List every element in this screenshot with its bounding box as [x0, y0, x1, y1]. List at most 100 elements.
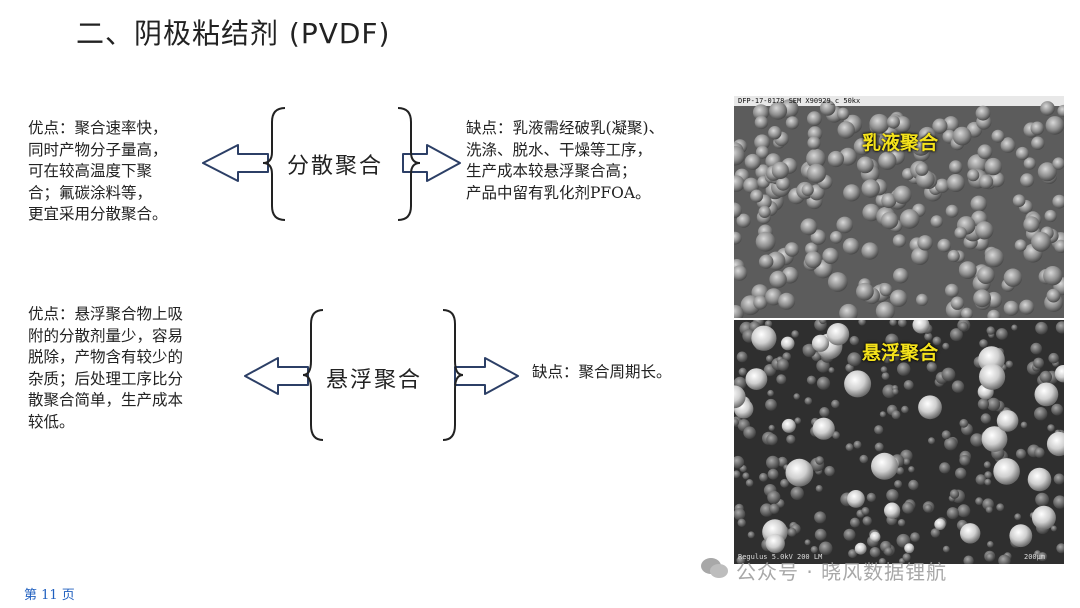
suspension-particle-small	[926, 361, 937, 373]
emulsion-particle	[892, 234, 906, 248]
emulsion-particle	[1045, 116, 1064, 135]
suspension-particle-small	[1038, 552, 1048, 562]
suspension-particle-small	[984, 478, 992, 486]
suspension-particle-small	[908, 466, 915, 473]
emulsion-particle	[1044, 209, 1057, 223]
suspension-particle-small	[979, 339, 988, 348]
emulsion-particle	[856, 282, 874, 301]
emulsion-particle	[950, 296, 965, 310]
emulsion-particle	[893, 185, 912, 204]
suspension-particle-small	[782, 352, 791, 361]
suspension-particle-small	[998, 554, 1011, 564]
emulsion-particle	[967, 169, 980, 182]
emulsion-particle	[1057, 104, 1064, 118]
suspension-particle-small	[766, 355, 773, 363]
suspension-particle-small	[859, 454, 869, 464]
emulsion-particle	[937, 238, 951, 253]
emulsion-particle	[960, 307, 973, 318]
suspension-particle-small	[736, 351, 748, 363]
suspension-particle-large	[904, 543, 915, 554]
emulsion-particle	[917, 235, 933, 251]
emulsion-particle	[776, 176, 791, 191]
emulsion-particle	[984, 157, 1002, 176]
suspension-particle-small	[764, 320, 773, 328]
emulsion-particle	[1040, 101, 1055, 116]
suspension-particle-small	[903, 458, 911, 466]
suspension-particle-small	[1055, 321, 1064, 334]
emulsion-particle	[1014, 239, 1027, 252]
emulsion-particle	[755, 231, 776, 252]
emulsion-particle	[973, 289, 991, 308]
suspension-particle-large	[765, 533, 785, 554]
emulsion-particle	[758, 205, 771, 218]
emulsion-particle	[755, 145, 769, 159]
emulsion-particle	[1046, 288, 1061, 303]
emulsion-particle	[978, 174, 994, 189]
suspension-particle-large	[781, 418, 796, 433]
suspension-particle-small	[1035, 492, 1049, 507]
emulsion-particle	[743, 177, 759, 194]
suspension-particle-small	[903, 380, 914, 390]
suspension-particle-small	[985, 552, 995, 562]
suspension-particle-small	[874, 442, 884, 452]
suspension-particle-small	[1039, 370, 1052, 384]
suspension-particle-small	[738, 367, 747, 376]
suspension-particle-large	[979, 363, 1006, 390]
suspension-particle-small	[942, 342, 950, 350]
suspension-particle-small	[1035, 321, 1048, 335]
emulsion-particle	[784, 242, 800, 257]
suspension-particle-small	[815, 456, 824, 465]
emulsion-particle	[843, 184, 861, 202]
emulsion-particle	[801, 183, 814, 196]
suspension-particle-small	[928, 437, 935, 445]
suspension-particle-small	[923, 504, 933, 513]
suspension-particle-small	[848, 549, 858, 559]
suspension-particle-small	[886, 489, 899, 502]
emulsion-particle	[945, 283, 959, 298]
suspension-particle-large	[847, 490, 865, 508]
emulsion-particle	[836, 107, 850, 120]
suspension-particle-small	[975, 474, 987, 485]
suspension-particle-small	[1047, 424, 1055, 432]
emulsion-particle	[952, 126, 972, 146]
emulsion-particle	[987, 309, 1001, 318]
suspension-particle-large	[1031, 505, 1056, 530]
suspension-particle-small	[767, 468, 779, 480]
suspension-particle-small	[767, 490, 781, 504]
suspension-particle-small	[791, 330, 799, 338]
right-arrow-suspension	[454, 357, 519, 395]
slide-title: 二、阴极粘结剂 (PVDF)	[76, 17, 391, 50]
suspension-particle-small	[1053, 495, 1064, 509]
suspension-particle-small	[828, 367, 835, 374]
suspension-particle-small	[742, 472, 750, 480]
suspension-particle-small	[734, 470, 741, 479]
suspension-particle-small	[970, 433, 984, 447]
suspension-particle-large	[844, 370, 872, 398]
suspension-particle-small	[815, 485, 823, 492]
suspension-particle-large	[780, 336, 795, 351]
emulsion-particle	[977, 144, 993, 160]
emulsion-particle	[1037, 162, 1057, 182]
suspension-particle-small	[814, 511, 827, 524]
emulsion-particle	[911, 137, 931, 156]
suspension-particle-large	[981, 426, 1008, 452]
suspension-particle-large	[884, 502, 901, 519]
suspension-particle-small	[787, 527, 797, 537]
suspension-particle-small	[930, 528, 940, 538]
suspension-particle-small	[1034, 407, 1048, 421]
emulsion-particle	[734, 145, 745, 166]
emulsion-particle	[1003, 300, 1019, 316]
suspension-particle-small	[951, 380, 965, 393]
emulsion-particle	[765, 288, 783, 306]
suspension-particle-small	[985, 506, 993, 514]
suspension-particle-small	[963, 555, 974, 564]
suspension-particle-small	[794, 417, 802, 424]
emulsion-particle	[804, 251, 822, 269]
emulsion-particle	[1000, 138, 1016, 153]
suspension-particle-large	[1027, 467, 1052, 492]
emulsion-particle	[1043, 266, 1063, 286]
sem-scale-bar-label: 200μm	[1024, 553, 1046, 561]
suspension-particle-small	[847, 352, 862, 367]
suspension-particle-small	[1051, 403, 1063, 416]
emulsion-particle	[1052, 157, 1064, 170]
